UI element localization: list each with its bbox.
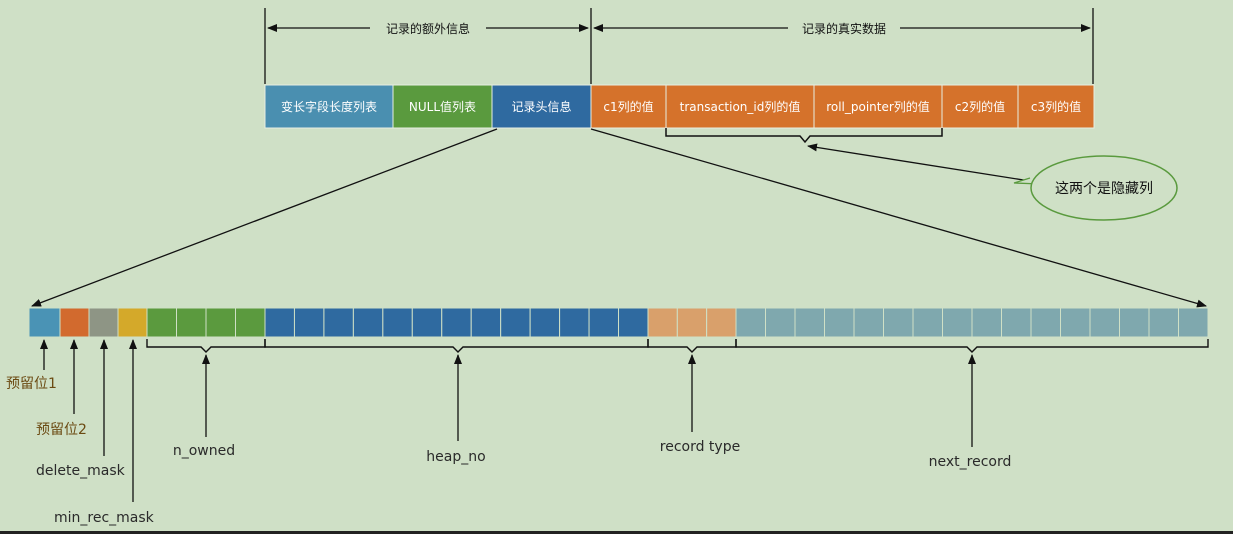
bit-cell [765, 307, 796, 338]
bit-cell [942, 307, 973, 338]
bit-cell [735, 307, 766, 338]
record-field-label: 记录头信息 [511, 99, 571, 114]
bit-label: n_owned [173, 443, 235, 459]
bit-cell [88, 307, 119, 338]
callout-arrow [807, 143, 1037, 183]
bit-labels: 预留位1 预留位2 delete_mask min_rec_mask n_owned he… [6, 376, 1011, 526]
bit-cell [1030, 307, 1061, 338]
bit-cell [1001, 307, 1032, 338]
record-field-label: 变长字段长度列表 [281, 99, 377, 114]
bit-cell [59, 307, 90, 338]
bit-cell [1060, 307, 1091, 338]
record-field-label: roll_pointer列的值 [826, 99, 930, 114]
record-field-box [590, 84, 667, 129]
bit-group-brace [264, 339, 649, 353]
bit-cell [883, 307, 914, 338]
bit-label: next_record [929, 454, 1012, 470]
bit-cell [176, 307, 207, 338]
bit-cell [647, 307, 678, 338]
bit-label: min_rec_mask [54, 510, 155, 526]
bit-cell [794, 307, 825, 338]
record-field-label: c3列的值 [1031, 99, 1081, 114]
bit-cell [588, 307, 620, 338]
bit-cell [117, 307, 148, 338]
real-data-dimension: 记录的真实数据 [593, 21, 1091, 36]
bit-cell [500, 307, 531, 338]
zoom-line-right [590, 128, 1207, 308]
record-field-box [813, 84, 943, 129]
bit-cell [470, 307, 502, 338]
bit-label-pointers [40, 339, 976, 502]
bit-cell [411, 307, 443, 338]
bit-cell [1089, 307, 1120, 338]
bit-cell [824, 307, 855, 338]
hidden-columns-brace [665, 128, 943, 144]
bit-cell [1148, 307, 1179, 338]
real-data-label: 记录的真实数据 [802, 21, 886, 36]
bit-cell [323, 307, 354, 338]
bit-cell [1119, 307, 1150, 338]
bit-cell [676, 307, 708, 338]
bit-cell [293, 307, 325, 338]
bit-label: record type [660, 439, 740, 455]
record-field-box [264, 84, 394, 129]
bit-cell [235, 307, 266, 338]
bottom-border [0, 531, 1233, 534]
bit-group-brace [146, 339, 266, 353]
extra-info-label: 记录的额外信息 [386, 21, 470, 36]
bit-cell [529, 307, 561, 338]
bit-cell [382, 307, 413, 338]
bit-cell [706, 307, 737, 338]
bit-cell [618, 307, 649, 338]
record-field-box [392, 84, 493, 129]
bit-cell [441, 307, 472, 338]
bit-cell [853, 307, 884, 338]
record-field-box [1017, 84, 1095, 129]
bit-label: 预留位2 [36, 422, 87, 438]
extra-info-dimension: 记录的额外信息 [264, 8, 1094, 84]
callout-text: 这两个是隐藏列 [1055, 180, 1153, 197]
bit-label: heap_no [426, 449, 485, 465]
zoom-line-left [31, 128, 498, 307]
record-field-label: c2列的值 [955, 99, 1005, 114]
bit-cell [146, 307, 177, 338]
record-field-box [665, 84, 815, 129]
record-field-label: NULL值列表 [409, 99, 476, 114]
bit-label: 预留位1 [6, 376, 57, 392]
bit-cell [28, 307, 61, 338]
record-field-box [491, 84, 592, 129]
record-field-label: transaction_id列的值 [680, 99, 801, 114]
record-field-label: c1列的值 [603, 99, 653, 114]
bit-group-braces [146, 339, 1209, 353]
bit-label: delete_mask [36, 463, 126, 479]
bit-cell [1178, 307, 1209, 338]
bit-cell [264, 307, 295, 338]
bit-cell [559, 307, 590, 338]
hidden-columns-callout: 这两个是隐藏列 [1013, 155, 1178, 221]
bit-cell [971, 307, 1002, 338]
bit-cell [205, 307, 236, 338]
bit-group-brace [735, 339, 1209, 353]
record-fields-row: 变长字段长度列表 NULL值列表 记录头信息 c1列的值 transaction_id列… [264, 84, 1095, 129]
bit-cell [912, 307, 943, 338]
bit-group-brace [647, 339, 737, 353]
bit-cell [352, 307, 384, 338]
record-header-bits-row [28, 307, 1209, 338]
